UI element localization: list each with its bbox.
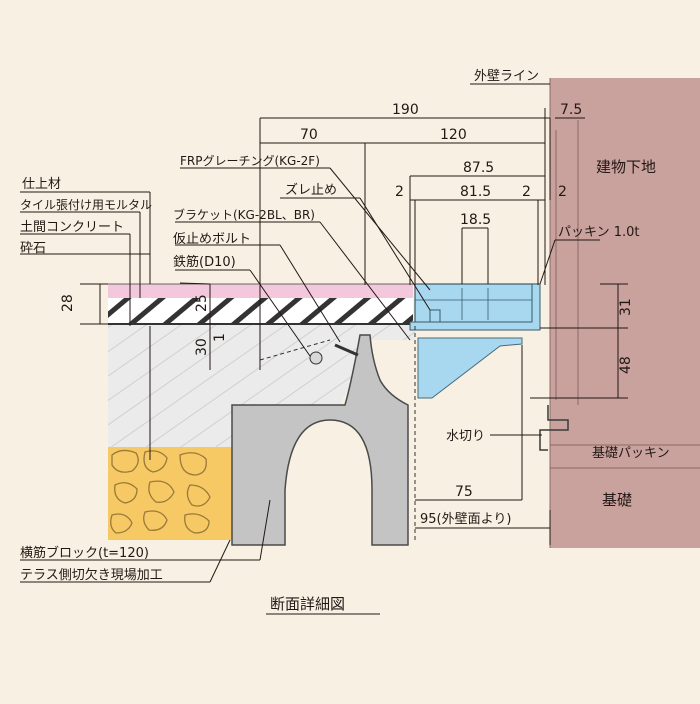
label-drip: 水切り [446,429,485,444]
concrete-slab [108,325,415,447]
dim-1: 1 [212,333,228,342]
dim-30: 30 [194,338,210,356]
dim-75: 75 [455,484,473,500]
dim-total: 190 [392,102,419,118]
drip-flashing [539,405,569,451]
diagram-title: 断面詳細図 [270,595,345,613]
label-mortar: タイル張付け用モルタル [20,198,152,212]
gravel-layer [108,447,232,540]
label-foundation: 基礎 [602,491,632,509]
dim-25: 25 [194,294,210,312]
center-dashed-2 [259,339,331,361]
building-wall [550,78,700,548]
dim-right: 120 [440,127,467,143]
dim-95: 95(外壁面より) [420,512,511,527]
gravel-stones [110,449,211,534]
label-foundation-packing: 基礎パッキン [592,446,670,461]
label-rebar: 鉄筋(D10) [173,254,236,270]
dim-gap-right: 2 [558,184,567,200]
dim-gap-left: 2 [395,184,404,200]
bracket-channel [409,283,541,331]
dim-span: 81.5 [460,184,491,200]
temp-bolt [334,343,359,357]
dim-slot: 18.5 [460,212,491,228]
dim-48: 48 [618,356,634,374]
label-finish: 仕上材 [22,177,61,192]
label-grating: FRPグレーチング(KG-2F) [180,154,320,168]
leader-lines [20,83,600,583]
label-bolt: 仮止めボルト [173,232,251,247]
dim-inner: 87.5 [463,160,494,176]
label-wall-line: 外壁ライン [474,69,539,84]
label-concrete: 土間コンクリート [20,220,124,235]
dim-wall-offset: 7.5 [560,102,582,118]
lateral-block [231,334,409,546]
rebar-circle [309,351,323,365]
dim-gap-mid: 2 [522,184,531,200]
bracket [417,337,523,399]
label-stopper: ズレ止め [285,182,337,198]
dim-31: 31 [618,298,634,316]
dim-left: 70 [300,127,318,143]
grating [414,283,539,325]
dim-28: 28 [60,294,76,312]
label-gravel: 砕石 [20,241,46,256]
dimension-lines [80,108,628,545]
label-substrate: 建物下地 [596,158,656,176]
label-bracket: ブラケット(KG-2BL、BR) [173,207,315,222]
label-packing: パッキン 1.0t [558,225,640,240]
label-block: 横筋ブロック(t=120) [20,545,149,561]
label-block-note: テラス側切欠き現場加工 [20,567,163,583]
